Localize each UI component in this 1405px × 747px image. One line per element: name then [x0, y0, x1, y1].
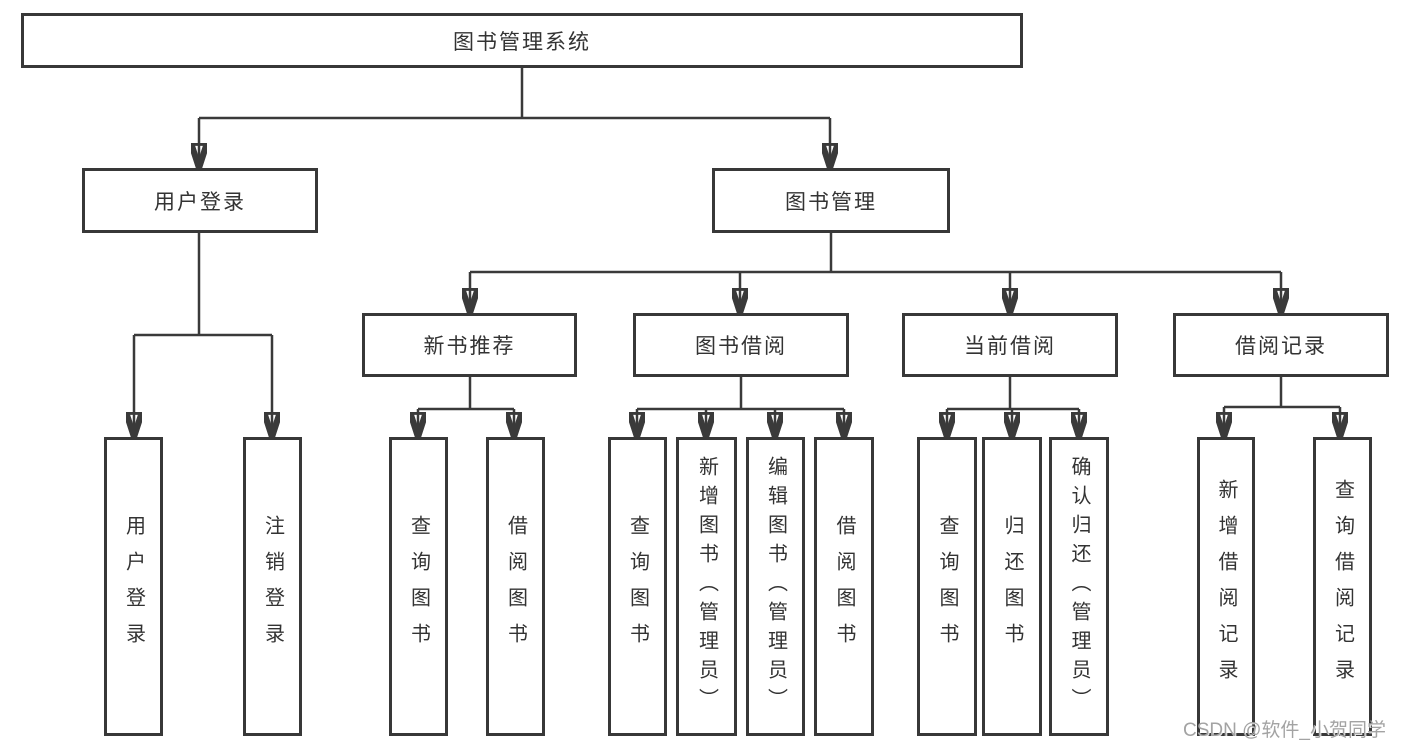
leaf-borrow-edit-books-admin: 编辑图书（管理员） — [746, 437, 805, 736]
leaf-borrow-add-books-admin: 新增图书（管理员） — [676, 437, 737, 736]
leaf-borrow-borrow-books: 借阅图书 — [814, 437, 874, 736]
watermark-text: CSDN @软件_小贺同学 — [1183, 720, 1386, 741]
leaf-recommend-query-books: 查询图书 — [389, 437, 448, 736]
leaf-borrow-borrow-books-label: 借阅图书 — [833, 514, 855, 659]
leaf-logout-label: 注销登录 — [261, 514, 284, 659]
node-borrow-records-label: 借阅记录 — [1235, 335, 1327, 358]
node-book-borrow: 图书借阅 — [633, 313, 849, 377]
leaf-borrow-query-books-label: 查询图书 — [626, 514, 649, 659]
node-user-login-label: 用户登录 — [154, 190, 246, 214]
leaf-records-query-record-label: 查询借阅记录 — [1331, 478, 1354, 695]
leaf-borrow-query-books: 查询图书 — [608, 437, 667, 736]
leaf-borrow-add-books-admin-label: 新增图书（管理员） — [695, 456, 718, 717]
node-book-management-label: 图书管理 — [785, 190, 877, 214]
leaf-records-query-record: 查询借阅记录 — [1313, 437, 1372, 736]
leaf-recommend-query-books-label: 查询图书 — [407, 514, 430, 659]
leaf-logout: 注销登录 — [243, 437, 302, 736]
node-current-borrow: 当前借阅 — [902, 313, 1118, 377]
leaf-borrow-edit-books-admin-label: 编辑图书（管理员） — [764, 456, 787, 717]
leaf-records-add-record: 新增借阅记录 — [1197, 437, 1255, 736]
leaf-current-confirm-return-admin-label: 确认归还（管理员） — [1068, 456, 1090, 717]
node-root-label: 图书管理系统 — [453, 30, 591, 54]
node-book-borrow-label: 图书借阅 — [695, 335, 787, 358]
leaf-recommend-borrow-books-label: 借阅图书 — [504, 514, 527, 659]
node-new-book-recommend-label: 新书推荐 — [423, 335, 516, 358]
leaf-current-query-books: 查询图书 — [917, 437, 977, 736]
leaf-user-login-label: 用户登录 — [122, 514, 145, 659]
node-user-login: 用户登录 — [82, 168, 318, 233]
leaf-current-query-books-label: 查询图书 — [936, 514, 958, 659]
node-borrow-records: 借阅记录 — [1173, 313, 1389, 377]
leaf-records-add-record-label: 新增借阅记录 — [1215, 478, 1237, 695]
node-new-book-recommend: 新书推荐 — [362, 313, 577, 377]
leaf-current-return-books: 归还图书 — [982, 437, 1042, 736]
leaf-current-return-books-label: 归还图书 — [1001, 514, 1023, 659]
node-root-system: 图书管理系统 — [21, 13, 1023, 68]
leaf-current-confirm-return-admin: 确认归还（管理员） — [1049, 437, 1109, 736]
node-current-borrow-label: 当前借阅 — [964, 335, 1056, 358]
leaf-recommend-borrow-books: 借阅图书 — [486, 437, 545, 736]
node-book-management: 图书管理 — [712, 168, 950, 233]
leaf-user-login: 用户登录 — [104, 437, 163, 736]
